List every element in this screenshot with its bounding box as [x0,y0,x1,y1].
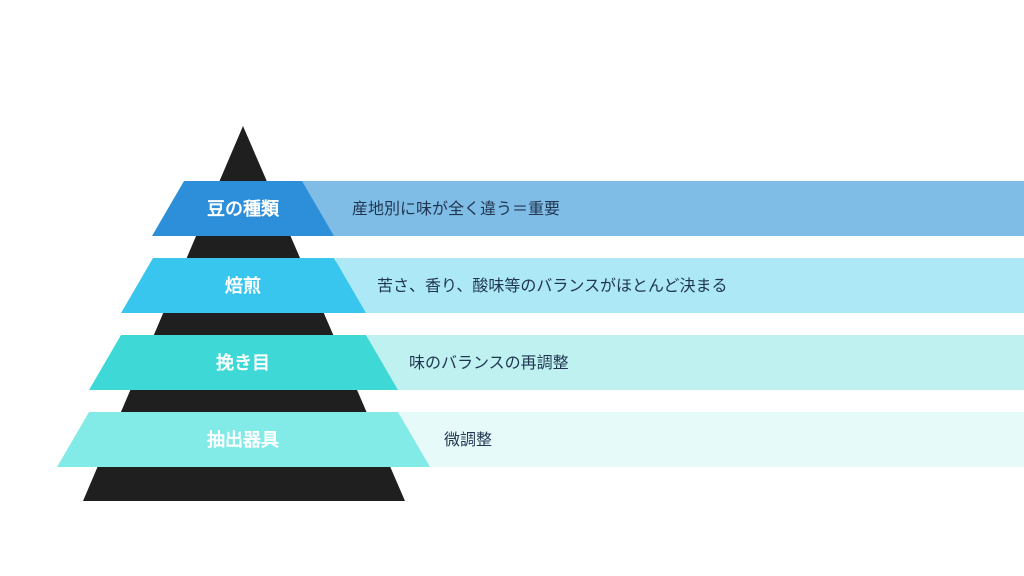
tier-2-band [336,258,1024,313]
tier-1-label: 豆の種類 [207,198,280,220]
tier-4-band [400,412,1024,467]
tier-3-label-shape [89,335,398,390]
tier-4-label: 抽出器具 [207,429,279,451]
tier-1-label-shape [152,181,334,236]
tier-1-description: 産地別に味が全く違う＝重要 [352,199,560,218]
tier-1-band [300,181,1024,236]
tier-3-band [368,335,1024,390]
tier-1: 豆の種類 産地別に味が全く違う＝重要 [152,181,1024,236]
tier-2-description: 苦さ、香り、酸味等のバランスがほとんど決まる [377,276,728,295]
tier-3: 挽き目 味のバランスの再調整 [89,335,1024,390]
tier-3-label: 挽き目 [216,352,270,374]
tier-4-description: 微調整 [444,430,492,449]
tier-2: 焙煎 苦さ、香り、酸味等のバランスがほとんど決まる [121,258,1024,313]
pyramid-shape [83,126,405,501]
tier-3-description: 味のバランスの再調整 [409,353,569,372]
tier-2-label: 焙煎 [225,275,261,297]
tier-2-label-shape [121,258,366,313]
tier-4: 抽出器具 微調整 [57,412,1024,467]
tier-4-label-shape [57,412,430,467]
